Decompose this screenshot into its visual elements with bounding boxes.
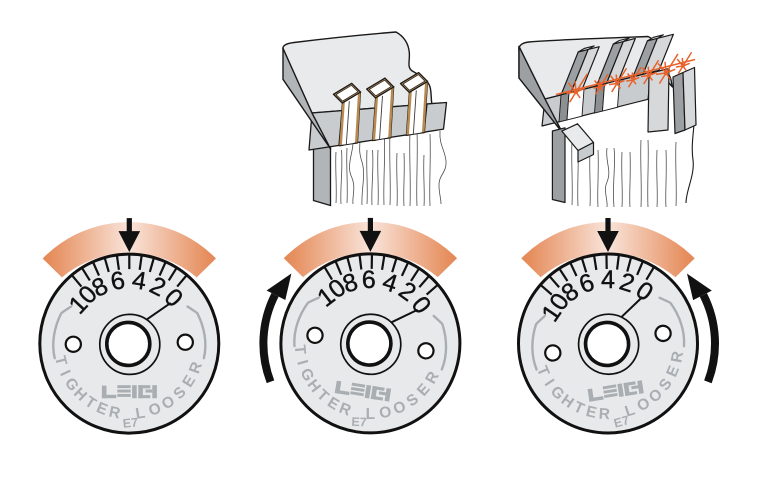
svg-text:4: 4: [130, 266, 148, 296]
svg-text:R: R: [186, 360, 206, 376]
svg-text:O: O: [378, 403, 393, 422]
svg-text:E7: E7: [351, 415, 367, 430]
svg-text:6: 6: [361, 266, 376, 294]
svg-text:E: E: [584, 403, 598, 422]
svg-text:4: 4: [601, 266, 615, 294]
svg-text:E7: E7: [122, 415, 139, 431]
svg-text:E7: E7: [612, 413, 630, 430]
svg-text:R: R: [598, 406, 610, 424]
svg-text:R: R: [107, 404, 121, 423]
svg-text:L: L: [366, 406, 375, 423]
svg-text:I: I: [56, 368, 73, 379]
svg-text:R: R: [668, 350, 687, 364]
svg-text:6: 6: [108, 266, 127, 296]
svg-text:I: I: [293, 358, 311, 367]
svg-text:O: O: [146, 400, 163, 420]
svg-text:L: L: [134, 405, 146, 423]
svg-text:T: T: [291, 344, 309, 355]
